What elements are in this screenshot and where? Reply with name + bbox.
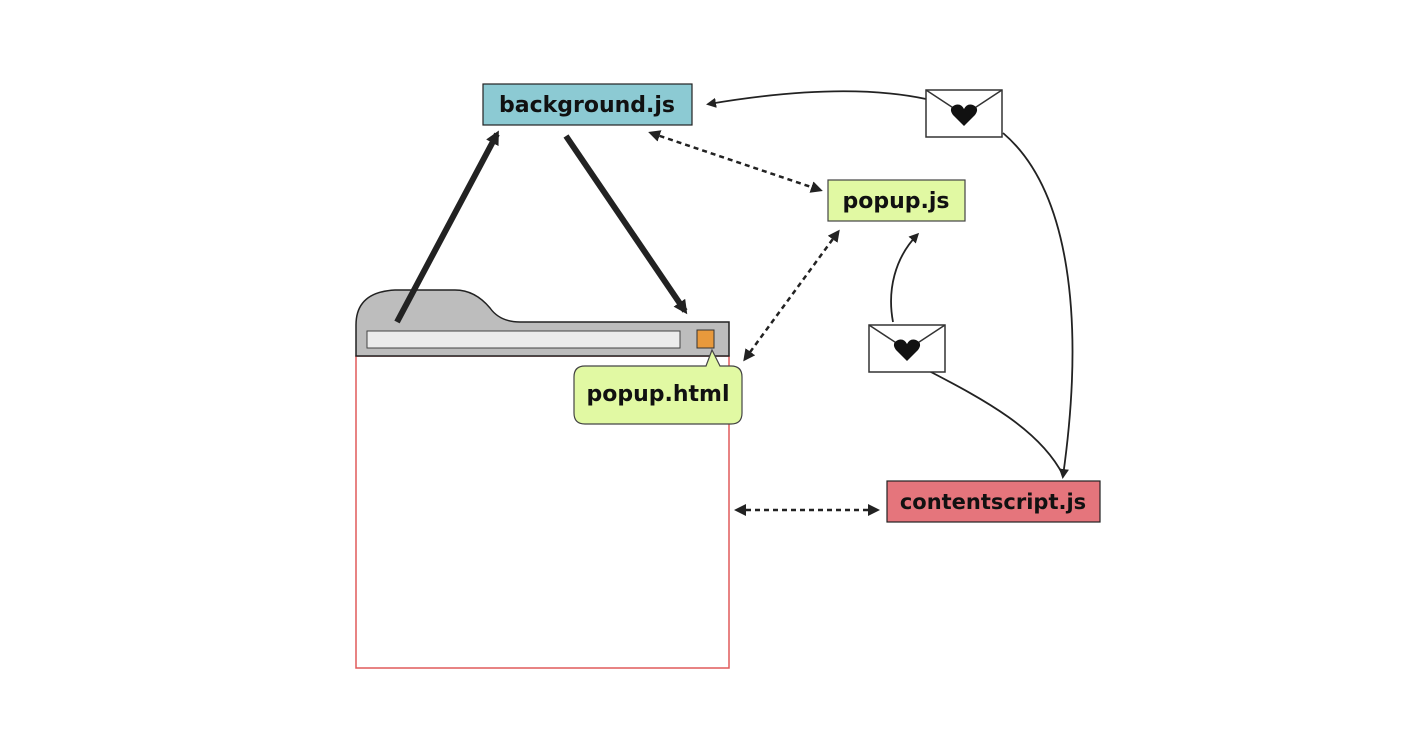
background-js-box [482, 83, 693, 126]
popup-js-box [827, 179, 966, 222]
curve-message-to-background [706, 90, 927, 108]
arrow-tab-to-background [394, 130, 500, 324]
contentscript-js-node: contentscript.js [886, 480, 1101, 523]
dotted-arrow-popup-js-popup-html [743, 229, 840, 362]
dotted-arrow-background-popup-js [648, 130, 823, 193]
contentscript-js-label: contentscript.js [900, 490, 1086, 514]
contentscript-js-box [886, 480, 1101, 523]
address-bar[interactable] [366, 330, 681, 349]
popup-js-node: popup.js [827, 179, 966, 222]
heart-icon [893, 339, 921, 361]
browser-window [355, 289, 730, 669]
popup-js-label: popup.js [842, 189, 949, 214]
extension-icon[interactable] [696, 329, 715, 349]
background-js-node: background.js [482, 83, 693, 126]
envelope-heart-icon [868, 324, 946, 373]
popup-html-label: popup.html [586, 382, 729, 407]
popup-html-callout [573, 348, 743, 425]
curve-message-top-to-popup-js [890, 232, 920, 323]
heart-icon [950, 104, 978, 126]
curve-message-to-contentscript [1002, 132, 1074, 479]
envelope-heart-icon [925, 89, 1003, 138]
popup-html-bubble: popup.html [573, 348, 743, 425]
background-js-label: background.js [499, 93, 675, 118]
arrow-background-to-extension-icon [563, 134, 688, 315]
curve-message-bottom-to-contentscript [928, 370, 1064, 476]
